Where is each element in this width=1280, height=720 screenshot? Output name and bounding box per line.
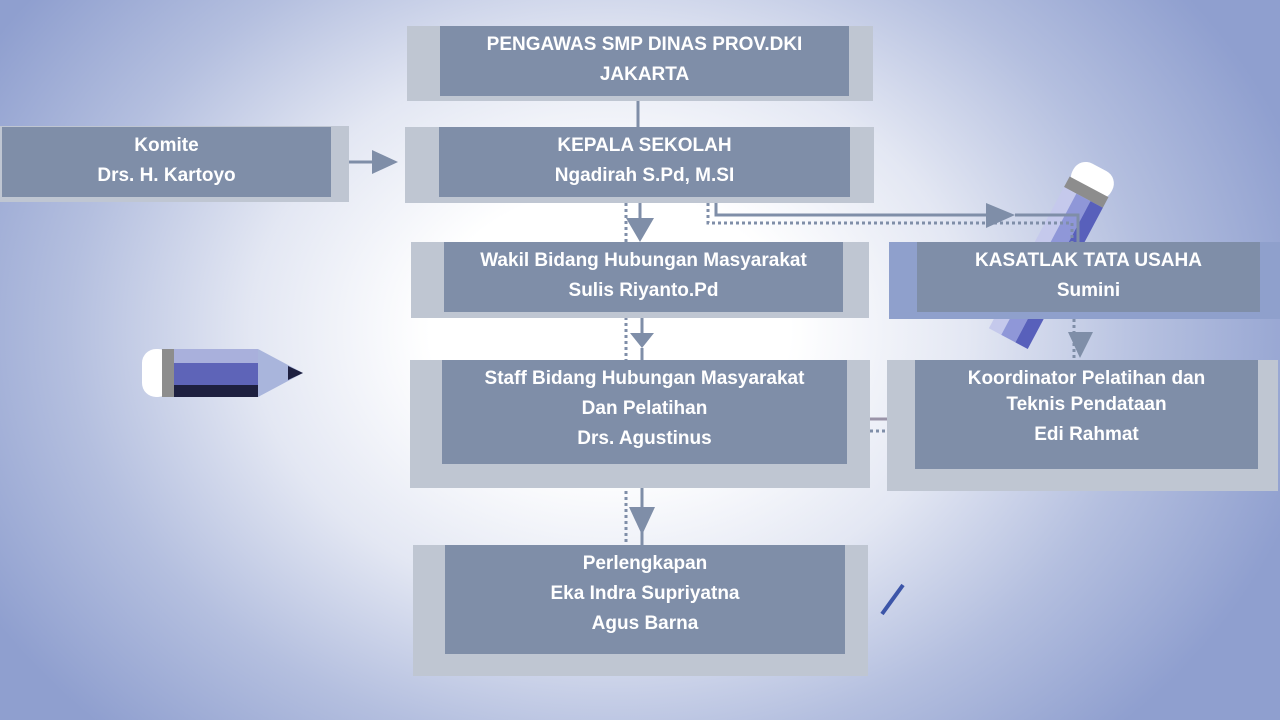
node-title: Dan Pelatihan bbox=[581, 398, 708, 419]
node-kasatlak[interactable]: KASATLAK TATA USAHA Sumini bbox=[917, 242, 1260, 312]
small-pen-icon bbox=[880, 583, 905, 616]
node-title: Perlengkapan bbox=[582, 553, 708, 574]
node-pengawas[interactable]: PENGAWAS SMP DINAS PROV.DKI JAKARTA bbox=[440, 26, 849, 96]
node-person: Ngadirah S.Pd, M.SI bbox=[554, 165, 735, 186]
node-staff[interactable]: Staff Bidang Hubungan Masyarakat Dan Pel… bbox=[442, 360, 847, 464]
node-person: Agus Barna bbox=[591, 613, 699, 634]
node-person: Sulis Riyanto.Pd bbox=[568, 280, 719, 301]
node-kepala-sekolah[interactable]: KEPALA SEKOLAH Ngadirah S.Pd, M.SI bbox=[439, 127, 850, 197]
node-person: Drs. H. Kartoyo bbox=[97, 165, 236, 186]
node-person: Edi Rahmat bbox=[1034, 424, 1139, 445]
node-title: Staff Bidang Hubungan Masyarakat bbox=[484, 368, 805, 389]
node-wakil[interactable]: Wakil Bidang Hubungan Masyarakat Sulis R… bbox=[444, 242, 843, 312]
node-title: JAKARTA bbox=[599, 64, 690, 85]
node-person: Drs. Agustinus bbox=[577, 428, 712, 449]
node-title: Koordinator Pelatihan dan bbox=[967, 368, 1206, 389]
pencil-icon bbox=[142, 349, 303, 397]
node-person: Sumini bbox=[1056, 280, 1121, 301]
node-title: PENGAWAS SMP DINAS PROV.DKI bbox=[486, 34, 803, 55]
node-title: KASATLAK TATA USAHA bbox=[975, 250, 1202, 271]
node-koordinator[interactable]: Koordinator Pelatihan dan Teknis Pendata… bbox=[915, 360, 1258, 469]
node-title: Wakil Bidang Hubungan Masyarakat bbox=[480, 250, 807, 271]
node-title: Teknis Pendataan bbox=[1006, 394, 1167, 415]
node-title: Komite bbox=[134, 135, 199, 156]
node-komite[interactable]: Komite Drs. H. Kartoyo bbox=[2, 127, 331, 197]
node-person: Eka Indra Supriyatna bbox=[550, 583, 740, 604]
node-title: KEPALA SEKOLAH bbox=[557, 135, 732, 156]
node-perlengkapan[interactable]: Perlengkapan Eka Indra Supriyatna Agus B… bbox=[445, 545, 845, 654]
